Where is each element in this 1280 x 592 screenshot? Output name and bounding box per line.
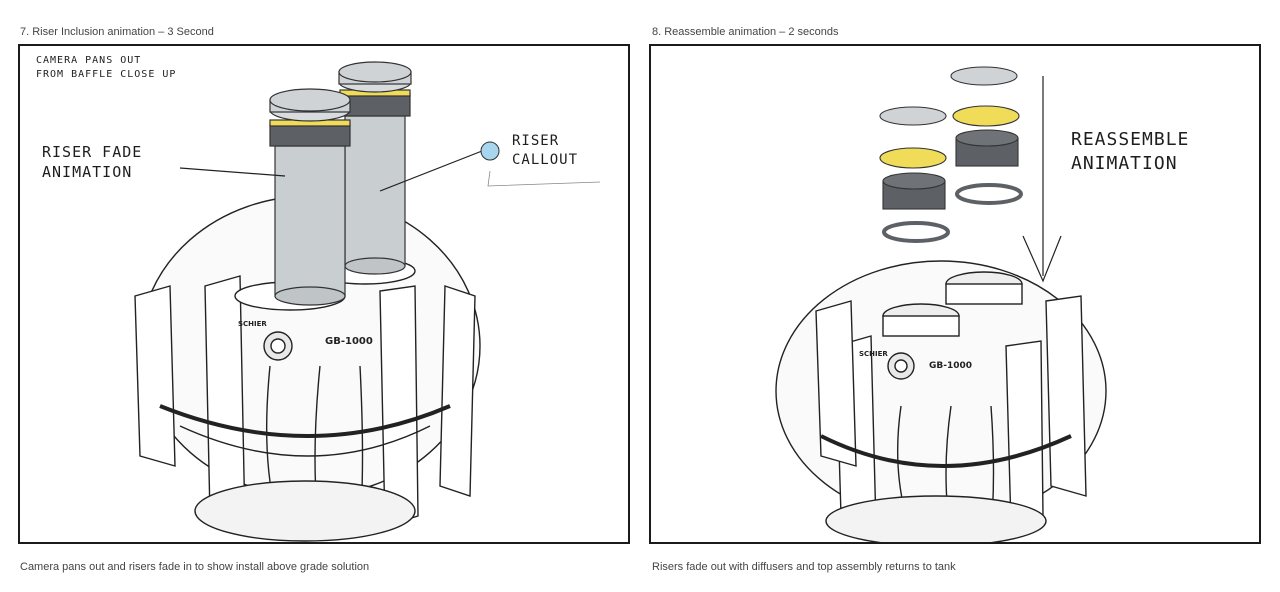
riser-callout-dot (481, 142, 499, 160)
panel-8-title: 8. Reassemble animation – 2 seconds (652, 26, 839, 38)
panel-7-caption: Camera pans out and risers fade in to sh… (20, 561, 369, 573)
panel-8-caption: Risers fade out with diffusers and top a… (652, 561, 956, 573)
riser-fade-note: Riser fade animation (42, 142, 142, 183)
tank-model-label-2: GB-1000 (929, 361, 972, 371)
storyboard-frame-8: GB-1000 SCHIER Reassemble animation (649, 44, 1261, 544)
camera-pan-note: Camera pans out from baffle close up (36, 54, 176, 81)
reassemble-illustration: GB-1000 SCHIER (651, 46, 1261, 544)
riser-callout-note: Riser callout (512, 132, 578, 170)
reassemble-note: Reassemble animation (1071, 128, 1189, 177)
panel-7-title: 7. Riser Inclusion animation – 3 Second (20, 26, 214, 38)
tank-brand-label-2: SCHIER (859, 350, 888, 358)
tank-model-label: GB-1000 (325, 336, 373, 347)
tank-brand-label: SCHIER (238, 320, 267, 328)
storyboard-frame-7: GB-1000 SCHIER Camera pans out from (18, 44, 630, 544)
tank-with-risers-illustration: GB-1000 SCHIER (20, 46, 630, 544)
